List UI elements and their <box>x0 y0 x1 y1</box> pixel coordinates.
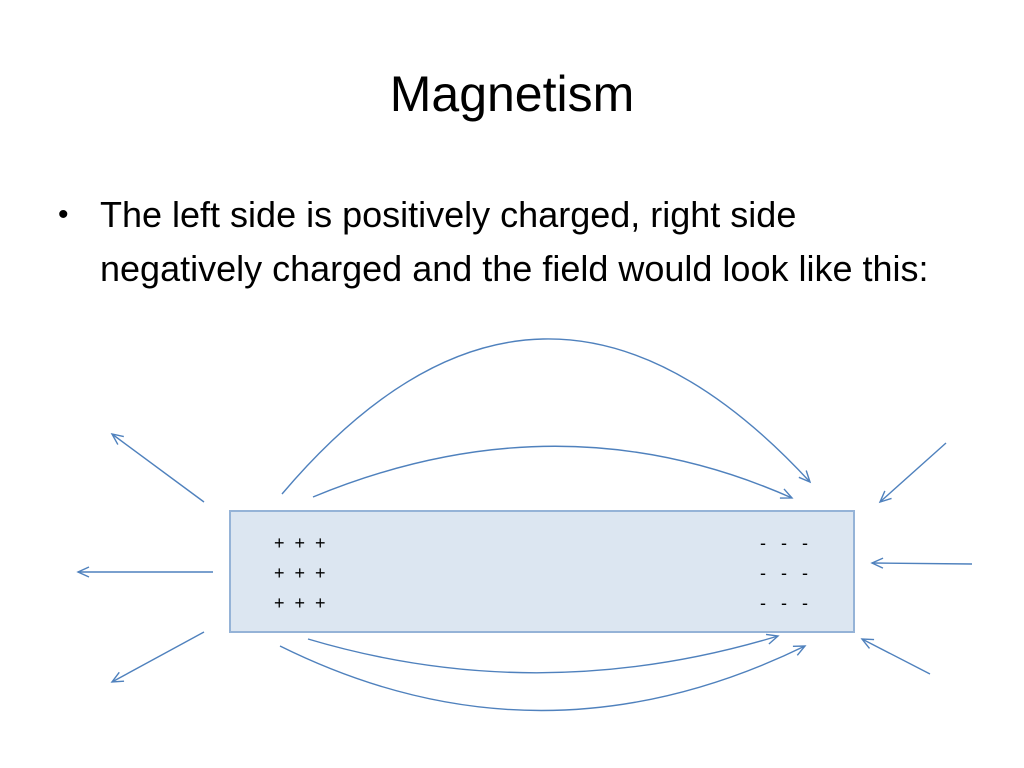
left-charge-row: + + + <box>274 533 326 553</box>
field-line-right-mid <box>870 557 973 569</box>
bullet-list: • The left side is positively charged, r… <box>58 188 958 296</box>
left-charge-row: + + + <box>274 563 326 583</box>
bullet-marker: • <box>58 198 69 231</box>
slide-title: Magnetism <box>389 66 635 122</box>
field-line-left-up <box>110 432 205 503</box>
field-line-left-down <box>110 631 205 683</box>
right-charge-row: - - - <box>760 593 808 613</box>
bullet-item: • The left side is positively charged, r… <box>58 188 958 296</box>
charged-bar <box>229 510 855 633</box>
left-charges: + + + + + + + + + <box>274 533 326 613</box>
right-charge-row: - - - <box>760 563 808 583</box>
field-line-bottom-outer <box>279 645 807 712</box>
field-line-bottom-inner <box>307 633 780 674</box>
field-line-top-outer <box>281 338 812 495</box>
bullet-text: The left side is positively charged, rig… <box>100 194 929 289</box>
right-charge-row: - - - <box>760 533 808 553</box>
field-line-right-down <box>860 638 931 675</box>
field-lines <box>76 338 973 712</box>
right-charges: - - - - - - - - - <box>760 533 808 613</box>
left-charge-row: + + + <box>274 593 326 613</box>
field-line-right-up <box>878 442 947 504</box>
field-line-top-inner <box>312 445 794 499</box>
